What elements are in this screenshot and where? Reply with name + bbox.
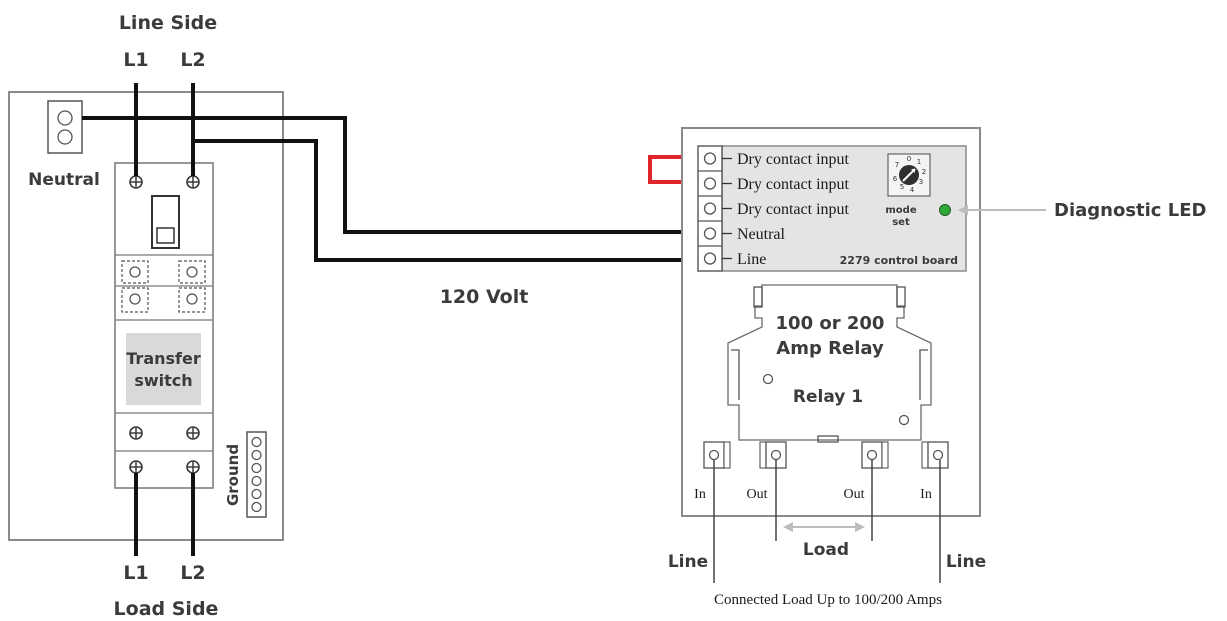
load-l2-label: L2 [180, 562, 205, 584]
neutral-bar [47, 100, 83, 154]
screw-icon [186, 426, 200, 440]
relay-body [727, 284, 932, 443]
svg-text:0: 0 [907, 155, 911, 163]
relay-terminal [759, 441, 787, 469]
screw-icon [129, 426, 143, 440]
ground-label: Ground [224, 444, 242, 506]
relay-name: Relay 1 [793, 387, 863, 407]
screw-icon [129, 460, 143, 474]
load-l1-label: L1 [123, 562, 148, 584]
relay-title: Amp Relay [776, 338, 884, 359]
transfer-switch-label: Transfer [126, 349, 201, 368]
terminal-icon [703, 227, 717, 240]
neutral-wire [82, 116, 701, 234]
terminal-label: Dry contact input [737, 151, 850, 168]
load-side-label: Load Side [114, 598, 219, 620]
screw-icon [186, 175, 200, 189]
svg-text:6: 6 [893, 175, 898, 183]
terminal-icon [703, 177, 717, 190]
mode-set-label: set [892, 217, 910, 228]
terminal-block [697, 145, 732, 272]
relay-terminal [703, 441, 731, 469]
relay-terminal-label: In [920, 487, 932, 502]
relay-terminal-label: Out [747, 487, 768, 502]
transfer-switch-label: switch [134, 371, 192, 390]
screw-icon [129, 175, 143, 189]
terminal-icon [703, 152, 717, 165]
line-l1-label: L1 [123, 49, 148, 71]
load-arrow-icon [783, 522, 865, 532]
svg-text:5: 5 [900, 183, 904, 191]
diagnostic-led-label: Diagnostic LED [1054, 200, 1206, 221]
diagnostic-led-callout [958, 205, 1046, 215]
terminal-label: Line [737, 251, 766, 268]
neutral-terminal-icon [57, 129, 73, 145]
relay-title: 100 or 200 [776, 313, 885, 334]
wiring [82, 83, 701, 556]
line-l2-label: L2 [180, 49, 205, 71]
svg-text:7: 7 [895, 161, 899, 169]
svg-text:1: 1 [917, 158, 921, 166]
transfer-switch-label-bg [126, 333, 201, 405]
neutral-label: Neutral [28, 170, 100, 190]
mode-set-label: mode [885, 205, 916, 216]
relay-terminal-label: In [694, 487, 706, 502]
volt-label: 120 Volt [440, 286, 529, 308]
dry-contact-jumper [648, 155, 701, 184]
relay-enclosure: Dry contact input Dry contact input Dry … [668, 127, 986, 608]
mode-set-dial: 0 1 2 3 4 5 6 7 [887, 153, 931, 197]
svg-text:3: 3 [919, 178, 923, 186]
footnote: Connected Load Up to 100/200 Amps [714, 592, 942, 608]
terminal-label: Dry contact input [737, 176, 850, 193]
line-label-left: Line [668, 552, 708, 572]
diagnostic-led-icon [939, 204, 951, 216]
line-label-right: Line [946, 552, 986, 572]
relay-terminal [861, 441, 889, 469]
line-side-label: Line Side [119, 12, 217, 34]
terminal-icon [703, 202, 717, 215]
load-label: Load [803, 540, 849, 560]
breaker-panel: Line Side L1 L2 Neutral [8, 12, 284, 620]
terminal-label: Neutral [737, 226, 786, 243]
svg-text:4: 4 [910, 186, 915, 194]
line-wire [193, 139, 701, 262]
relay-terminal [921, 441, 949, 469]
board-name-label: 2279 control board [840, 254, 958, 267]
relay-terminal-label: Out [844, 487, 865, 502]
svg-text:2: 2 [922, 168, 926, 176]
terminal-icon [703, 252, 717, 265]
terminal-label: Dry contact input [737, 201, 850, 218]
screw-icon [186, 460, 200, 474]
neutral-terminal-icon [57, 110, 73, 126]
